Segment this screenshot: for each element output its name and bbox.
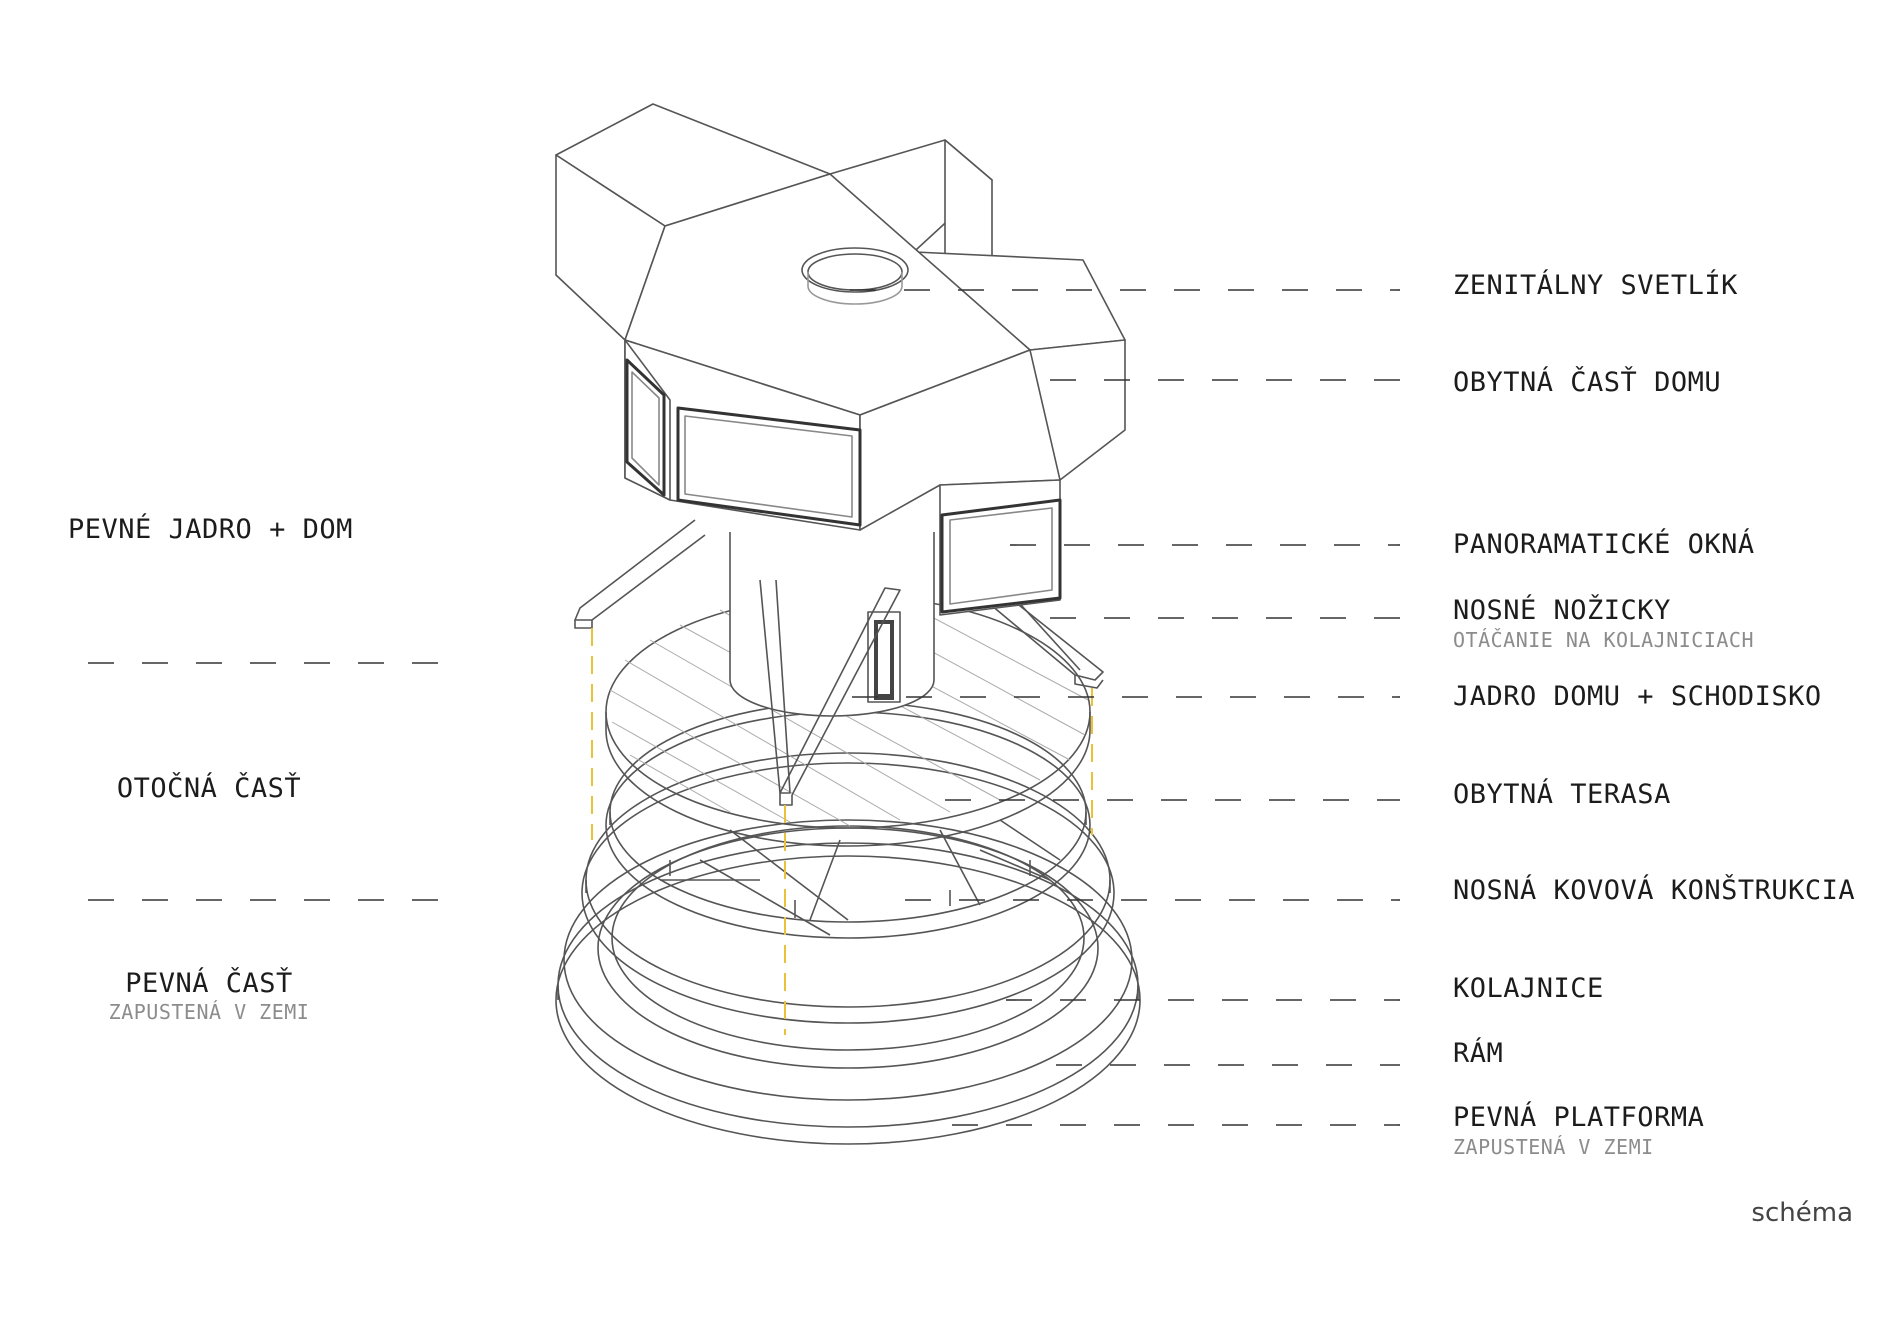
- rail-ring: [581, 752, 1115, 1024]
- core-cylinder: [729, 532, 935, 717]
- right-label-skylight: ZENITÁLNY SVETLÍK: [1453, 270, 1738, 301]
- frame-ring: [563, 819, 1133, 1101]
- right-sublabel-fixed-platform: ZAPUSTENÁ V ZEMI: [1453, 1135, 1654, 1159]
- left-label-rotating-part: OTOČNÁ ČASŤ: [116, 773, 302, 804]
- right-label-support-legs: NOSNÉ NOŽICKY: [1453, 595, 1671, 626]
- house-volume: [555, 103, 1126, 616]
- left-label-fixed-part: PEVNÁ ČASŤ: [125, 968, 293, 999]
- skylight: [801, 247, 909, 305]
- right-sublabel-support-legs: OTÁČANIE NA KOLAJNICIACH: [1453, 628, 1754, 652]
- right-label-frame: RÁM: [1453, 1038, 1504, 1069]
- right-label-core-stairs: JADRO DOMU + SCHODISKO: [1453, 681, 1822, 712]
- axis-dashes: [591, 628, 1093, 1035]
- right-label-living-part: OBYTNÁ ČASŤ DOMU: [1453, 367, 1722, 398]
- right-label-steel-structure: NOSNÁ KOVOVÁ KONŠTRUKCIA: [1453, 875, 1856, 906]
- right-label-rail: KOLAJNICE: [1453, 973, 1604, 1004]
- caption: schéma: [1751, 1198, 1853, 1228]
- left-sublabel-fixed-part: ZAPUSTENÁ V ZEMI: [108, 1000, 310, 1024]
- right-label-terrace: OBYTNÁ TERASA: [1453, 779, 1671, 810]
- right-label-panoramic-windows: PANORAMATICKÉ OKNÁ: [1453, 529, 1755, 560]
- panoramic-windows: [625, 358, 1062, 614]
- left-label-fixed-core: PEVNÉ JADRO + DOM: [68, 514, 353, 545]
- right-label-fixed-platform: PEVNÁ PLATFORMA: [1453, 1102, 1705, 1133]
